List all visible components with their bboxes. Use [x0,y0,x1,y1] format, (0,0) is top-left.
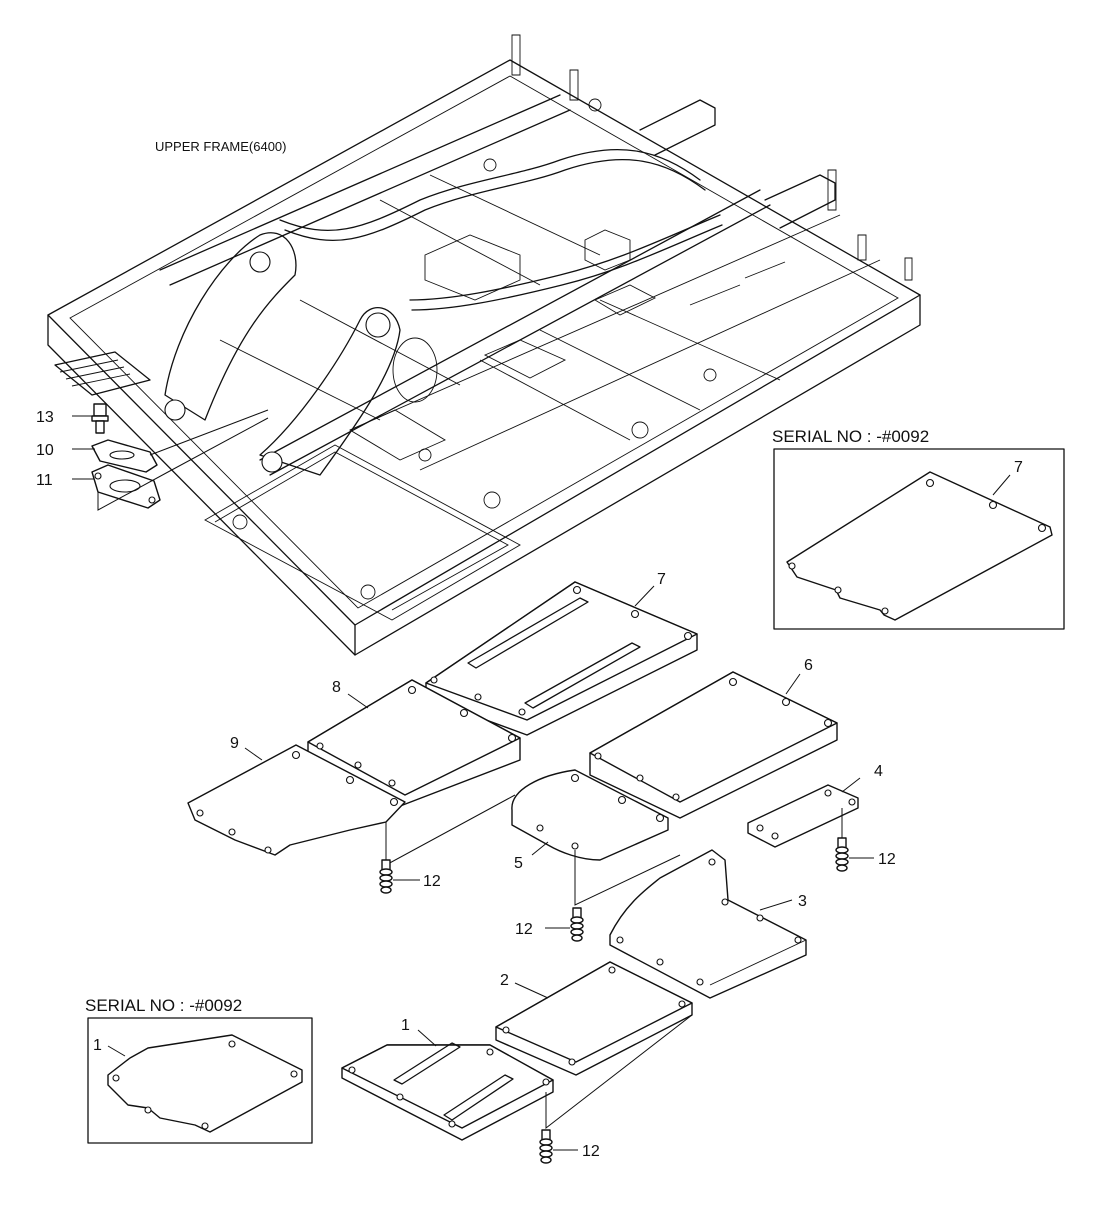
plate-7-drawing: 7 [425,571,698,736]
plate-5-drawing: 5 [511,769,681,906]
plate-2-drawing: 2 [495,961,693,1076]
bolt-13-drawing [91,403,109,434]
callout-5: 5 [514,855,523,872]
callout-10-label: 10 [36,442,54,459]
plate-9-drawing: 9 [187,735,516,866]
inset-top-right-label: SERIAL NO : -#0092 [772,427,929,446]
callout-12-b: 12 [515,921,533,938]
plate-1-drawing: 1 [341,1014,693,1141]
inset-bottom-left: SERIAL NO : -#0092 1 [85,996,313,1144]
callout-12-c: 12 [878,851,896,868]
callout-7: 7 [657,571,666,588]
callout-11: 11 [36,472,94,489]
plate-8-drawing: 8 [307,679,521,809]
callout-12-d: 12 [582,1143,600,1160]
callout-8: 8 [332,679,341,696]
callout-13: 13 [36,409,94,426]
inset-top-right: SERIAL NO : -#0092 7 [772,427,1065,630]
callout-7-inset: 7 [1014,459,1023,476]
frame-label: UPPER FRAME(6400) [155,139,286,154]
plate-4-drawing: 4 [747,763,883,848]
bolt-12-right: 12 [835,837,896,872]
callout-4: 4 [874,763,883,780]
callout-13-label: 13 [36,409,54,426]
callout-2: 2 [500,972,509,989]
callout-10: 10 [36,442,95,459]
inset-bottom-left-label: SERIAL NO : -#0092 [85,996,242,1015]
callout-6: 6 [804,657,813,674]
bolt-12-left: 12 [379,859,441,894]
callout-11-label: 11 [36,472,53,489]
upper-frame-drawing [47,34,921,656]
plate-3-drawing: 3 [609,849,807,999]
callout-1-inset: 1 [93,1037,102,1054]
plate-6-drawing: 6 [589,657,838,819]
plate-11-drawing [91,464,161,509]
bolt-12-bottom: 12 [539,1129,600,1164]
bolt-12-middle: 12 [515,907,584,942]
callout-12-a: 12 [423,873,441,890]
callout-9: 9 [230,735,239,752]
callout-1: 1 [401,1017,410,1034]
callout-3: 3 [798,893,807,910]
gasket-10-drawing [91,439,158,473]
